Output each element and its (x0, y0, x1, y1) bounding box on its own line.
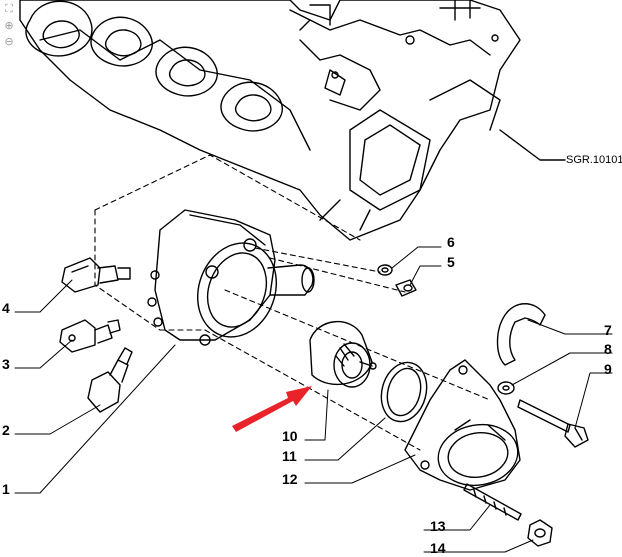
stud-part-13 (463, 483, 522, 521)
bolt-part-9 (517, 399, 589, 448)
callout-12: 12 (282, 471, 298, 487)
outlet-fitting-part-12 (404, 359, 521, 491)
dashed-guide-lines (94, 154, 491, 451)
gasket-part-11 (380, 361, 428, 423)
callout-14: 14 (430, 540, 446, 556)
washer-part-6 (377, 264, 393, 276)
callout-9: 9 (604, 361, 612, 377)
reference-label: SGR.10101 (566, 154, 622, 166)
zoom-toolbar: ⛶ ⊕ ⊖ (2, 2, 18, 48)
callout-5: 5 (447, 254, 455, 270)
clip-part-7 (496, 303, 546, 366)
sensor-part-3 (59, 319, 121, 353)
nut-part-14 (527, 519, 553, 547)
washer-part-8 (497, 381, 515, 395)
callout-10: 10 (282, 428, 298, 444)
zoom-out-icon[interactable]: ⊖ (4, 34, 14, 48)
callout-4: 4 (2, 300, 10, 316)
sensor-part-2 (87, 347, 133, 413)
callout-13: 13 (430, 518, 446, 534)
callout-7: 7 (604, 322, 612, 338)
sensor-part-4 (61, 257, 131, 293)
callout-8: 8 (604, 341, 612, 357)
callout-11: 11 (282, 448, 297, 464)
cylinder-head (19, 0, 566, 241)
bolt-part-5 (395, 279, 417, 297)
red-pointer-arrow (232, 386, 312, 432)
thermostat-housing (147, 209, 315, 346)
fit-page-icon[interactable]: ⛶ (5, 2, 13, 15)
callout-3: 3 (2, 356, 10, 372)
callout-1: 1 (2, 481, 10, 497)
zoom-in-icon[interactable]: ⊕ (4, 18, 14, 32)
callout-2: 2 (2, 422, 10, 438)
callout-6: 6 (447, 234, 455, 250)
thermostat-part-10 (309, 320, 377, 388)
leader-lines (14, 246, 613, 553)
